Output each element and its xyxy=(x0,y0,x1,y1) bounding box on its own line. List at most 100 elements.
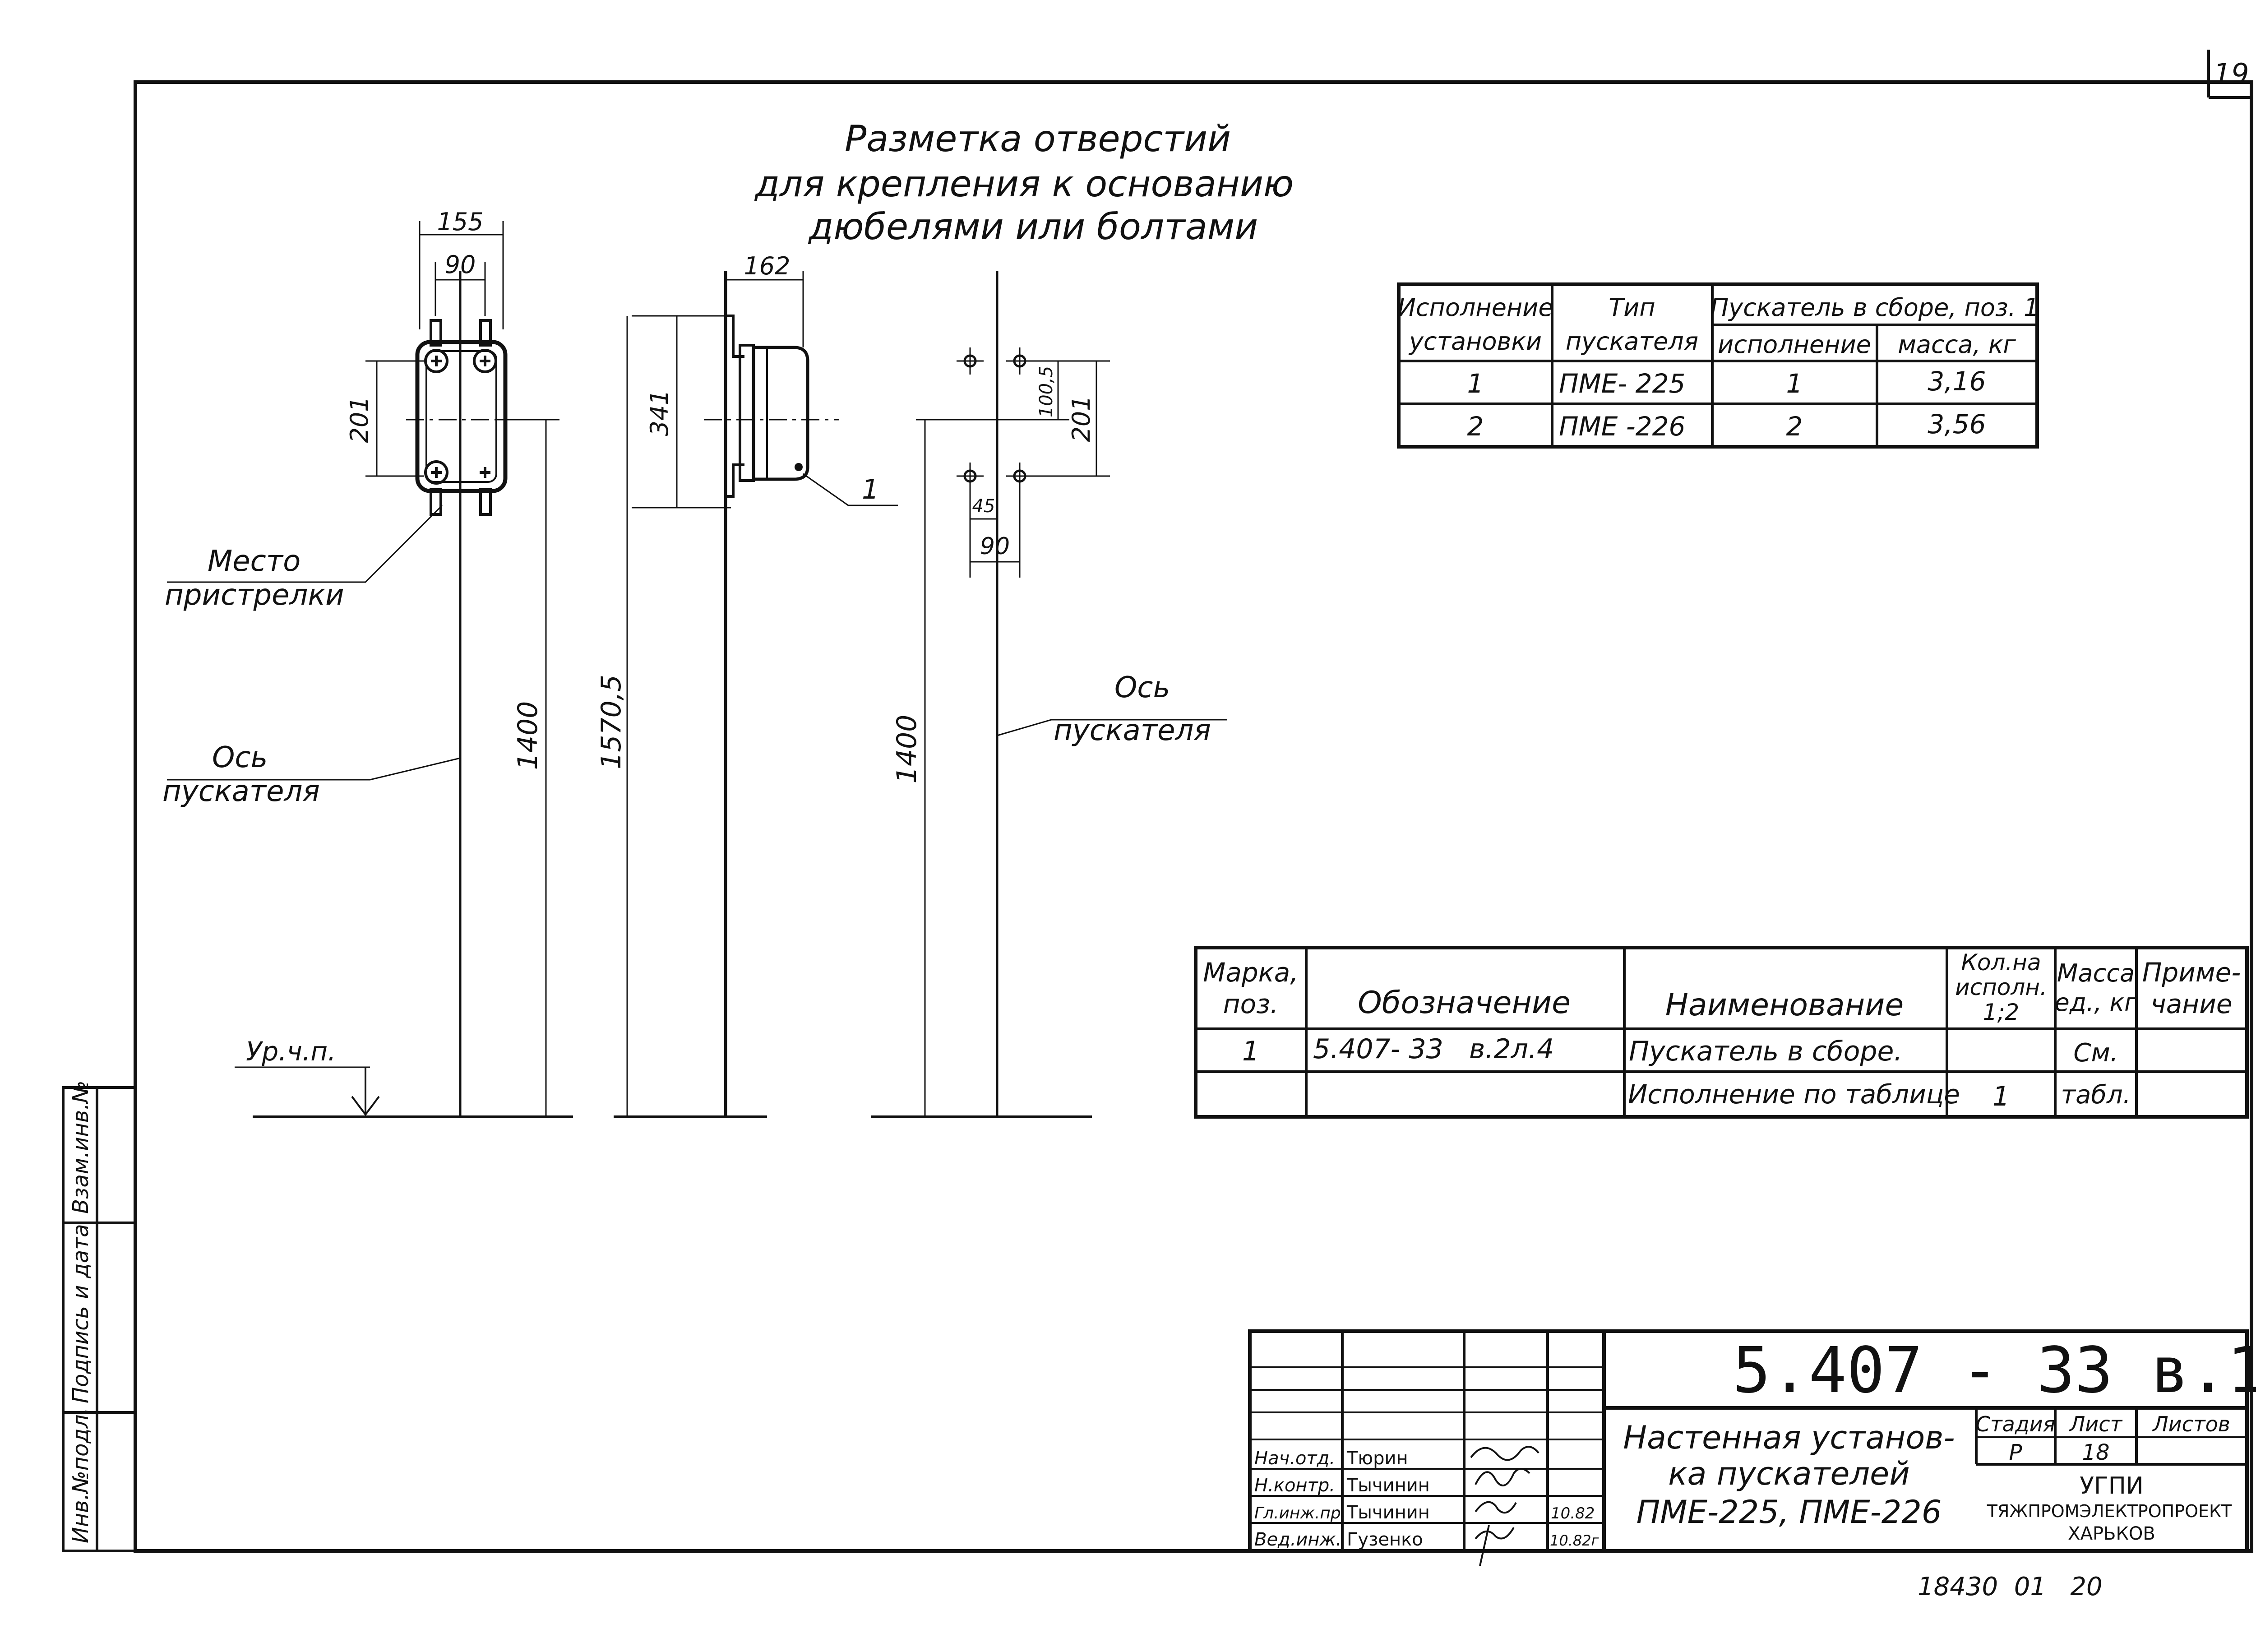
variants-header-install-line2: установки xyxy=(1408,327,1542,356)
spec-header-qty-line2: исполн. xyxy=(1955,974,2047,1000)
heading-line1: Разметка отверстий xyxy=(845,118,1231,160)
variants-header-group: Пускатель в сборе, поз. 1 xyxy=(1710,293,2039,322)
variants-row: 1 ПМЕ- 225 1 3,16 xyxy=(1467,366,1986,399)
holes-view xyxy=(871,271,1227,1118)
holes-dim-vertical: 201 xyxy=(1067,395,1096,442)
sheet-label: Лист xyxy=(2069,1412,2123,1436)
side-callout-position: 1 xyxy=(862,474,879,505)
holes-dim-vertical-half: 100,5 xyxy=(1036,366,1057,418)
label-floor-level: Ур.ч.п. xyxy=(246,1036,336,1067)
org-line1: УГПИ xyxy=(2080,1472,2143,1499)
signer-role: Вед.инж. xyxy=(1254,1529,1341,1550)
signer-date: 10.82 xyxy=(1551,1504,1595,1522)
variants-header-mass: масса, кг xyxy=(1898,330,2016,359)
signer-row: Н.контр. Тычинин xyxy=(1254,1475,1430,1496)
stage-value: Р xyxy=(2009,1440,2022,1465)
variants-cell-install: 1 xyxy=(1467,368,1484,399)
spec-cell-designation: 5.407- 33 в.2л.4 xyxy=(1313,1033,1554,1065)
signer-role: Н.контр. xyxy=(1254,1475,1335,1496)
spec-header-designation: Обозначение xyxy=(1358,985,1571,1021)
front-dim-height-axis: 1400 xyxy=(512,701,544,770)
variants-header-variant: исполнение xyxy=(1718,330,1871,359)
spec-row: 1 5.407- 33 в.2л.4 Пускатель в сборе. См… xyxy=(1242,1033,2118,1068)
variants-cell-variant: 2 xyxy=(1786,411,1803,442)
spec-header-note-line1: Приме- xyxy=(2142,957,2241,988)
side-stamp xyxy=(62,1086,137,1552)
spec-cell-name: Исполнение по таблице xyxy=(1628,1079,1960,1110)
heading-line2: для крепления к основанию xyxy=(754,163,1294,205)
side-view xyxy=(614,271,898,1118)
spec-header-mark-line1: Марка, xyxy=(1203,957,1298,988)
spec-header-note-line2: чание xyxy=(2150,989,2232,1019)
front-dim-height: 201 xyxy=(345,396,374,443)
signer-name: Тычинин xyxy=(1346,1475,1430,1496)
signer-row: Нач.отд. Тюрин xyxy=(1254,1448,1408,1469)
org-line3: ХАРЬКОВ xyxy=(2068,1523,2155,1544)
archive-number: 18430 01 20 xyxy=(1918,1572,2103,1601)
side-stamp-inv-original: Инв.№подл. xyxy=(68,1407,93,1543)
spec-header-mass-line2: ед., кг xyxy=(2054,988,2137,1017)
side-dim-total: 1570,5 xyxy=(596,675,627,769)
variants-table xyxy=(1397,282,2039,449)
sheet-value: 18 xyxy=(2082,1440,2109,1465)
variants-cell-install: 2 xyxy=(1467,411,1484,442)
signer-role: Гл.инж.пр. xyxy=(1254,1504,1346,1522)
variants-cell-type: ПМЕ -226 xyxy=(1559,411,1685,442)
spec-row: Исполнение по таблице 1 табл. xyxy=(1628,1079,2131,1112)
variants-header-install-line1: Исполнение xyxy=(1397,293,1553,322)
stage-label: Стадия xyxy=(1976,1412,2055,1436)
heading-line3: дюбелями или болтами xyxy=(808,206,1258,248)
front-dim-width-inner: 90 xyxy=(445,250,476,279)
label-axis-front-line1: Ось xyxy=(212,741,268,774)
signer-name: Тюрин xyxy=(1346,1448,1408,1469)
signer-date: 10.82г xyxy=(1550,1532,1599,1549)
holes-dim-horizontal-half: 45 xyxy=(972,496,995,517)
side-stamp-signature-date: Подпись и дата xyxy=(68,1224,93,1403)
signer-row: Вед.инж. Гузенко 10.82г xyxy=(1254,1529,1599,1550)
spec-cell-mass: табл. xyxy=(2061,1080,2131,1110)
signer-name: Гузенко xyxy=(1347,1529,1423,1550)
label-place-line2: пристрелки xyxy=(165,578,344,612)
variants-cell-type: ПМЕ- 225 xyxy=(1559,368,1685,399)
title-line2: ка пускателей xyxy=(1668,1455,1909,1492)
signer-role: Нач.отд. xyxy=(1254,1448,1335,1469)
title-line1: Настенная установ- xyxy=(1623,1419,1955,1456)
spec-header-mark-line2: поз. xyxy=(1223,989,1279,1019)
side-dim-height: 341 xyxy=(645,389,674,436)
spec-table xyxy=(1194,946,2249,1119)
document-code: 5.407 - 33 в.1 xyxy=(1733,1334,2256,1407)
signer-name: Тычинин xyxy=(1346,1502,1430,1523)
sheets-label: Листов xyxy=(2152,1412,2230,1436)
variants-header-type-line1: Тип xyxy=(1609,293,1655,322)
label-axis-front-line2: пускателя xyxy=(162,775,320,808)
spec-header-qty-line3: 1;2 xyxy=(1983,999,2019,1025)
front-dim-width-outer: 155 xyxy=(437,208,483,236)
variants-cell-mass: 3,16 xyxy=(1928,366,1986,397)
side-dim-depth: 162 xyxy=(744,252,790,280)
title-block xyxy=(1248,1329,2249,1566)
signer-row: Гл.инж.пр. Тычинин 10.82 xyxy=(1254,1502,1595,1523)
spec-cell-qty: 1 xyxy=(1992,1081,2010,1112)
page-number: 19 xyxy=(2214,57,2249,90)
spec-cell-mark: 1 xyxy=(1242,1036,1259,1067)
title-line3: ПМЕ-225, ПМЕ-226 xyxy=(1637,1494,1942,1531)
label-axis-holes-line2: пускателя xyxy=(1054,714,1211,747)
holes-dim-height-axis: 1400 xyxy=(891,715,923,784)
variants-cell-mass: 3,56 xyxy=(1928,409,1986,440)
spec-cell-name: Пускатель в сборе. xyxy=(1629,1036,1902,1067)
front-view xyxy=(167,221,573,1118)
spec-header-name: Наименование xyxy=(1665,987,1904,1023)
side-stamp-inv-replacement: Взам.инв.№ xyxy=(68,1081,93,1214)
variants-cell-variant: 1 xyxy=(1786,368,1803,399)
variants-header-type-line2: пускателя xyxy=(1566,327,1698,356)
spec-header-mass-line1: Масса xyxy=(2057,959,2135,987)
drawing-heading: Разметка отверстий для крепления к основ… xyxy=(754,118,1294,248)
variants-row: 2 ПМЕ -226 2 3,56 xyxy=(1467,409,1986,442)
label-place-line1: Место xyxy=(208,545,300,578)
page-frame xyxy=(134,50,2253,1553)
spec-cell-mass: См. xyxy=(2073,1038,2118,1068)
holes-dim-horizontal: 90 xyxy=(980,533,1010,560)
org-line2: ТЯЖПРОМЭЛЕКТРОПРОЕКТ xyxy=(1987,1501,2232,1521)
spec-header-qty-line1: Кол.на xyxy=(1961,949,2041,976)
